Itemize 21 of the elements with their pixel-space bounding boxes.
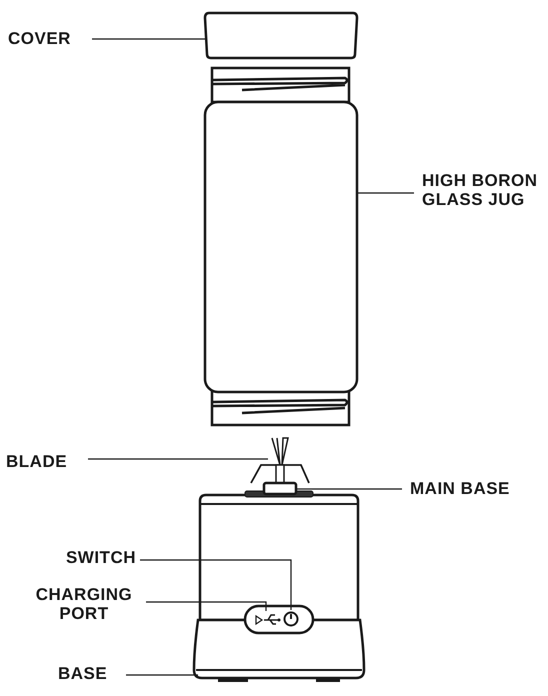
leader-line — [140, 559, 292, 610]
part-label: SWITCH — [44, 548, 136, 567]
leader-line — [92, 38, 205, 40]
leader-line — [296, 488, 402, 490]
cover-lid — [204, 12, 358, 60]
part-label: COVER — [8, 29, 88, 48]
coupling — [244, 482, 314, 498]
switch-button — [284, 612, 298, 626]
blade — [250, 437, 310, 484]
part-label: CHARGING PORT — [22, 585, 146, 623]
part-label: MAIN BASE — [410, 479, 540, 498]
leader-line — [126, 674, 198, 676]
part-label: HIGH BORON GLASS JUG — [422, 171, 548, 209]
base-ring — [192, 618, 366, 682]
glass-jug — [204, 66, 358, 426]
leader-line — [146, 601, 267, 611]
leader-line — [357, 192, 414, 194]
part-label: BASE — [58, 664, 122, 683]
leader-line — [88, 458, 268, 460]
usb-port-icon — [255, 614, 280, 626]
part-label: BLADE — [6, 452, 86, 471]
